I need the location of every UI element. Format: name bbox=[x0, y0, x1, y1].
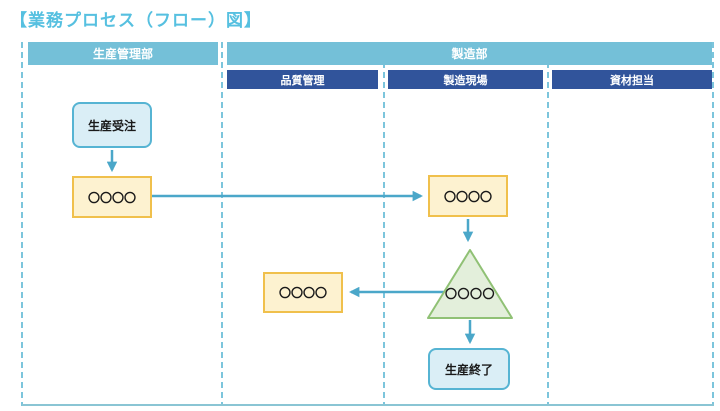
lane-divider bbox=[21, 42, 23, 406]
node-label: 〇〇〇〇 bbox=[278, 286, 327, 300]
node-process-1: 〇〇〇〇 bbox=[72, 176, 152, 218]
node-process-3: 〇〇〇〇 bbox=[263, 272, 343, 313]
node-label: 生産受注 bbox=[87, 118, 136, 133]
node-label: 〇〇〇〇 bbox=[87, 190, 136, 205]
lane-header-manufacturing-dept: 製造部 bbox=[227, 42, 712, 65]
sub-lane-header-materials: 資材担当 bbox=[552, 70, 712, 89]
lane-divider bbox=[712, 42, 714, 406]
sub-lane-header-label: 製造現場 bbox=[443, 74, 488, 87]
lane-divider bbox=[547, 42, 549, 406]
lane-header-label: 製造部 bbox=[451, 47, 488, 61]
sub-lane-header-quality-control: 品質管理 bbox=[227, 70, 378, 89]
node-label: 生産終了 bbox=[444, 362, 493, 377]
sub-lane-header-label: 品質管理 bbox=[280, 74, 325, 87]
decision-triangle-shape bbox=[427, 249, 513, 319]
page-title: 【業務プロセス（フロー）図】 bbox=[10, 11, 262, 30]
lane-divider bbox=[383, 42, 385, 406]
lane-divider bbox=[221, 42, 223, 406]
lane-header-label: 生産管理部 bbox=[92, 47, 153, 61]
node-process-2: 〇〇〇〇 bbox=[428, 175, 508, 217]
node-decision-label: 〇〇〇〇 bbox=[444, 287, 495, 301]
sub-lane-header-label: 資材担当 bbox=[610, 74, 654, 87]
node-production-end: 生産終了 bbox=[428, 348, 510, 390]
lane-header-production-management: 生産管理部 bbox=[28, 42, 218, 65]
node-label: 〇〇〇〇 bbox=[443, 189, 492, 204]
node-production-order: 生産受注 bbox=[72, 102, 152, 148]
sub-lane-header-manufacturing-floor: 製造現場 bbox=[388, 70, 543, 89]
diagram-bottom-border bbox=[22, 404, 714, 406]
